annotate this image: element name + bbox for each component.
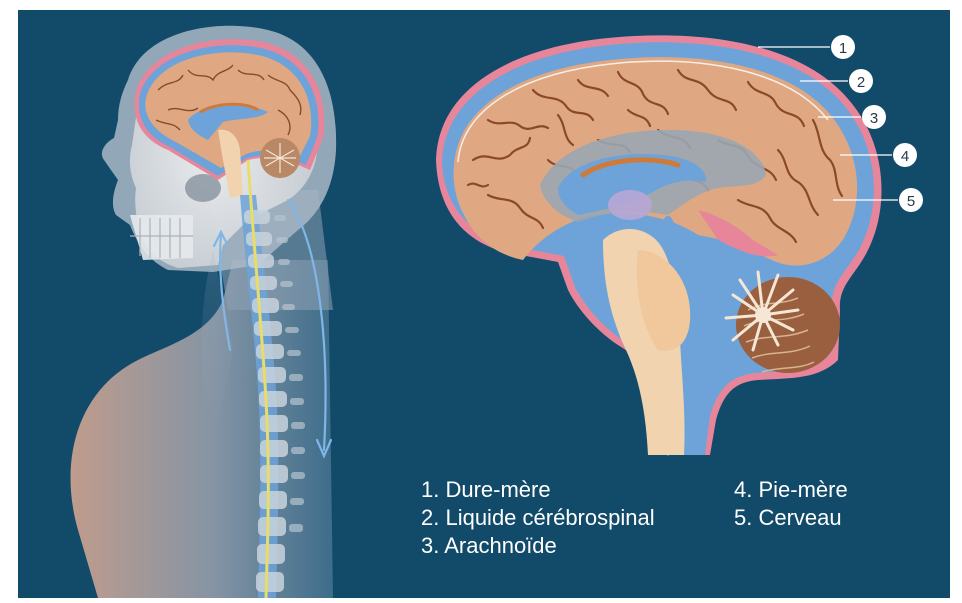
callout-5: 5 bbox=[899, 188, 923, 212]
legend-item-dura-mater: 1. Dure-mère bbox=[421, 476, 655, 504]
thalamus bbox=[608, 190, 652, 220]
brain-cross-section bbox=[436, 35, 882, 455]
callout-3-number: 3 bbox=[870, 110, 878, 127]
human-profile bbox=[71, 26, 337, 598]
callout-3: 3 bbox=[862, 105, 886, 129]
legend-item-csf: 2. Liquide cérébrospinal bbox=[421, 504, 655, 532]
legend-item-arachnoid: 3. Arachnoïde bbox=[421, 532, 655, 560]
legend-item-pia-mater: 4. Pie-mère bbox=[734, 476, 848, 504]
legend-left-column: 1. Dure-mère 2. Liquide cérébrospinal 3.… bbox=[421, 476, 655, 560]
legend-item-brain: 5. Cerveau bbox=[734, 504, 848, 532]
torso bbox=[71, 260, 334, 598]
callout-1-number: 1 bbox=[839, 40, 847, 57]
callout-1: 1 bbox=[831, 35, 855, 59]
callout-4: 4 bbox=[893, 143, 917, 167]
callout-2-number: 2 bbox=[857, 74, 865, 91]
callout-4-number: 4 bbox=[901, 148, 909, 165]
arbor-center bbox=[755, 307, 771, 323]
legend-right-column: 4. Pie-mère 5. Cerveau bbox=[734, 476, 848, 532]
callout-2: 2 bbox=[849, 69, 873, 93]
callout-5-number: 5 bbox=[907, 193, 915, 210]
anatomy-illustration: 1 2 3 4 5 1. Dure-mère 2. Liquide cérébr… bbox=[18, 10, 950, 598]
